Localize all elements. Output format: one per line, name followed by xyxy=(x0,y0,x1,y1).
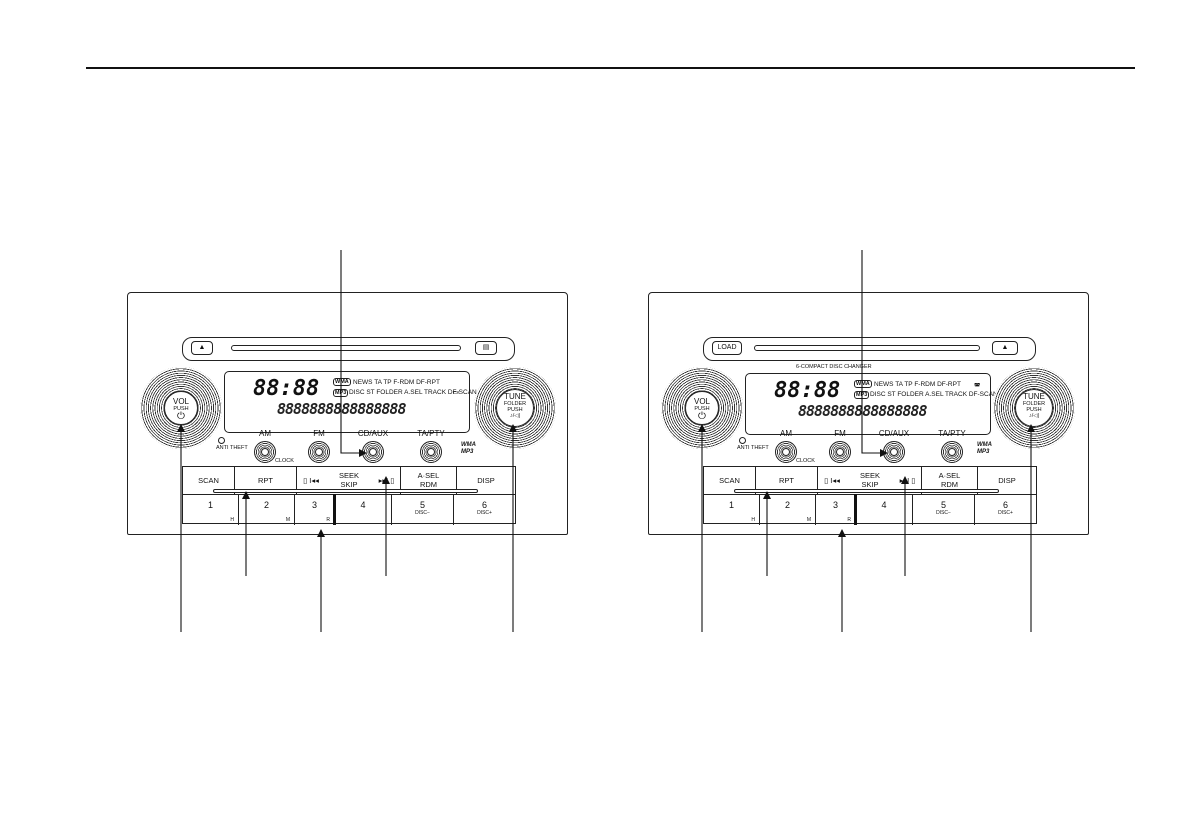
am-label: AM xyxy=(259,429,271,438)
phone-icon: ◚ xyxy=(974,383,981,390)
disc-slot-bar: ▲ ▤ xyxy=(182,337,515,361)
clock-readout: 88:88 xyxy=(774,378,841,403)
lcd-display: 88:88 WMA NEWS TA TP F-RDM DF-RPT MP3 DI… xyxy=(745,373,998,435)
wma-badge: WMA xyxy=(977,442,992,448)
preset-4-button[interactable]: 4 xyxy=(335,494,392,525)
disc-icon: ▤ xyxy=(475,341,497,355)
battery-icon: ▭ xyxy=(453,389,460,396)
preset-divider xyxy=(333,494,336,525)
segment-text-row: 8888888888888888 xyxy=(798,402,927,420)
callout-cd-aux-left xyxy=(340,250,367,457)
wma-indicator: WMA xyxy=(333,378,351,386)
clock-label: CLOCK xyxy=(796,458,815,464)
indicators-bottom: DISC ST FOLDER A.SEL TRACK DF-SCAN xyxy=(349,389,477,396)
clock-label: CLOCK xyxy=(275,458,294,464)
ta-pty-knob[interactable] xyxy=(941,441,963,463)
button-ridge xyxy=(734,489,999,493)
am-knob[interactable] xyxy=(775,441,797,463)
am-label: AM xyxy=(780,429,792,438)
callout-cd-aux-right xyxy=(861,250,888,457)
mp3-badge: MP3 xyxy=(977,449,990,455)
indicators-top: NEWS TA TP F-RDM DF-RPT xyxy=(874,381,961,388)
power-icon: ⏻ xyxy=(698,411,706,422)
folder-track-icon: ♪/◁| xyxy=(510,413,520,419)
changer-label: 6-COMPACT DISC CHANGER xyxy=(796,364,872,370)
ta-pty-label: TA/PTY xyxy=(938,429,966,438)
folder-track-icon: ♪/◁| xyxy=(1029,413,1039,419)
button-ridge xyxy=(213,489,478,493)
audio-unit-single-cd: ▲ ▤ 88:88 WMA NEWS TA TP F-RDM DF-RPT MP… xyxy=(127,292,568,535)
preset-4-button[interactable]: 4 xyxy=(856,494,913,525)
disp-button[interactable]: DISP xyxy=(998,476,1016,485)
anti-theft-label: ANTI THEFT xyxy=(737,445,769,451)
ta-pty-label: TA/PTY xyxy=(417,429,445,438)
disc-slot xyxy=(231,345,461,351)
header-rule xyxy=(86,67,1135,69)
rpt-button[interactable]: RPT xyxy=(235,467,297,494)
tune-knob[interactable]: TUNE FOLDER PUSH ♪/◁| xyxy=(993,367,1075,449)
disp-button[interactable]: DISP xyxy=(477,476,495,485)
tune-knob[interactable]: TUNE FOLDER PUSH ♪/◁| xyxy=(474,367,556,449)
lcd-display: 88:88 WMA NEWS TA TP F-RDM DF-RPT MP3 DI… xyxy=(224,371,477,433)
eject-button[interactable]: ▲ xyxy=(992,341,1018,355)
skip-back-button[interactable]: ▯ I◂◂ xyxy=(303,476,319,485)
eject-button[interactable]: ▲ xyxy=(191,341,213,355)
preset-divider xyxy=(854,494,857,525)
cd-aux-label: CD/AUX xyxy=(878,429,910,438)
fm-label: FM xyxy=(834,429,846,438)
disc-slot xyxy=(754,345,980,351)
scan-button[interactable]: SCAN xyxy=(183,467,235,494)
fm-label: FM xyxy=(313,429,325,438)
disc-slot-bar: LOAD ▲ xyxy=(703,337,1036,361)
clock-readout: 88:88 xyxy=(253,376,320,401)
am-knob[interactable] xyxy=(254,441,276,463)
rpt-button[interactable]: RPT xyxy=(756,467,818,494)
anti-theft-led xyxy=(218,437,225,444)
indicators-top: NEWS TA TP F-RDM DF-RPT xyxy=(353,379,440,386)
mp3-badge: MP3 xyxy=(461,449,474,455)
audio-unit-6cd-changer: LOAD ▲ 6-COMPACT DISC CHANGER 88:88 WMA … xyxy=(648,292,1089,535)
power-icon: ⏻ xyxy=(177,411,185,422)
anti-theft-label: ANTI THEFT xyxy=(216,445,248,451)
ta-pty-knob[interactable] xyxy=(420,441,442,463)
fm-knob[interactable] xyxy=(829,441,851,463)
anti-theft-led xyxy=(739,437,746,444)
scan-button[interactable]: SCAN xyxy=(704,467,756,494)
indicators-bottom: DISC ST FOLDER A.SEL TRACK DF-SCAN xyxy=(870,391,998,398)
fm-knob[interactable] xyxy=(308,441,330,463)
wma-badge: WMA xyxy=(461,442,476,448)
skip-back-button[interactable]: ▯ I◂◂ xyxy=(824,476,840,485)
load-button[interactable]: LOAD xyxy=(712,341,742,355)
wma-indicator: WMA xyxy=(854,380,872,388)
segment-text-row: 8888888888888888 xyxy=(277,400,406,418)
cd-aux-label: CD/AUX xyxy=(357,429,389,438)
